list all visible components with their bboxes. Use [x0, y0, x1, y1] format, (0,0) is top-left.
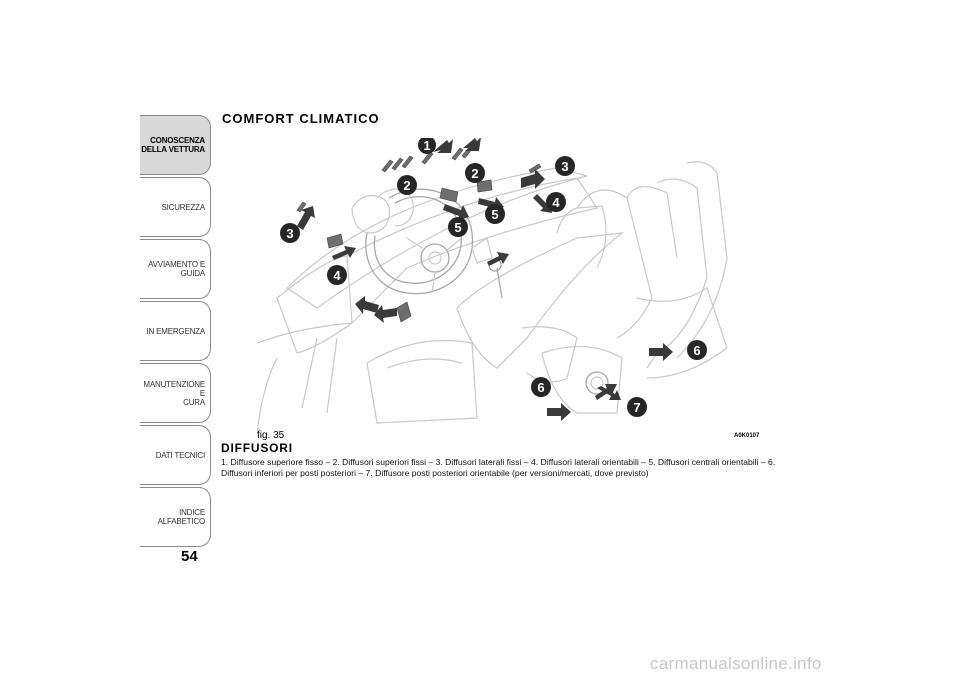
callout-4: 4 — [546, 192, 566, 212]
svg-text:6: 6 — [693, 343, 700, 358]
svg-text:3: 3 — [286, 226, 293, 241]
svg-text:3: 3 — [561, 159, 568, 174]
svg-text:2: 2 — [471, 166, 478, 181]
tab-dati-tecnici[interactable]: DATI TECNICI — [140, 425, 211, 485]
tab-label: IN EMERGENZA — [146, 326, 206, 336]
page-number: 54 — [181, 548, 198, 565]
tab-in-emergenza[interactable]: IN EMERGENZA — [140, 301, 211, 361]
watermark: carmanualsonline.info — [650, 654, 822, 673]
svg-text:7: 7 — [633, 400, 640, 415]
tab-label: DATI TECNICI — [155, 450, 206, 460]
tab-sicurezza[interactable]: SICUREZZA — [140, 177, 211, 237]
dashboard-illustration: 1 2 2 3 3 4 4 5 5 6 6 7 — [257, 138, 728, 434]
subheading: DIFFUSORI — [221, 441, 293, 455]
svg-text:4: 4 — [552, 195, 560, 210]
svg-text:2: 2 — [403, 178, 410, 193]
callout-7: 7 — [627, 397, 647, 417]
callout-2: 2 — [397, 175, 417, 195]
callout-5: 5 — [448, 217, 468, 237]
figure-code: A0K0107 — [734, 433, 760, 439]
callout-5: 5 — [485, 204, 505, 224]
svg-text:5: 5 — [454, 220, 461, 235]
callout-6: 6 — [687, 340, 707, 360]
tab-label: SICUREZZA — [161, 202, 205, 212]
figure-label: fig. 35 — [257, 430, 285, 441]
figure-caption: 1. Diffusore superiore fisso – 2. Diffus… — [221, 457, 776, 478]
callout-3: 3 — [555, 156, 575, 176]
tab-label: INDICE ALFABETICO — [157, 508, 206, 526]
callout-6: 6 — [531, 377, 551, 397]
callout-2: 2 — [465, 163, 485, 183]
svg-text:5: 5 — [491, 207, 498, 222]
callout-4: 4 — [327, 265, 347, 285]
section-title: COMFORT CLIMATICO — [222, 111, 380, 126]
svg-text:6: 6 — [537, 380, 544, 395]
svg-text:1: 1 — [423, 138, 430, 153]
svg-text:4: 4 — [333, 268, 341, 283]
tab-indice-alfabetico[interactable]: INDICE ALFABETICO — [140, 487, 211, 547]
callout-3: 3 — [280, 223, 300, 243]
callout-1: 1 — [418, 138, 436, 154]
